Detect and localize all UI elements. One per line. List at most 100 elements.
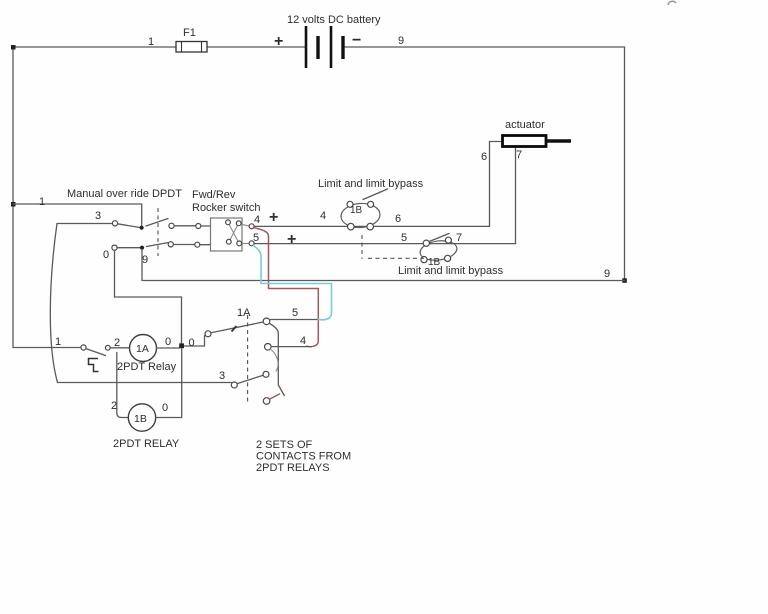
dpdt-contact-top-right bbox=[168, 222, 175, 229]
node-2-1b: 2 bbox=[111, 400, 117, 412]
battery-icon bbox=[304, 26, 345, 68]
actuator-group bbox=[488, 134, 571, 245]
limit-bottom-body bbox=[419, 240, 458, 261]
actuator-label: actuator bbox=[505, 119, 545, 131]
maroon-wire-4 bbox=[252, 226, 320, 348]
relay-1a-label: 2PDT Relay bbox=[117, 361, 177, 373]
node-4-contacts: 4 bbox=[300, 335, 306, 347]
limit-top-tag: 1B bbox=[350, 205, 363, 216]
dpdt-bottom-arm bbox=[145, 241, 169, 248]
pushbutton-terminal-left bbox=[80, 344, 87, 351]
node-9-return: 9 bbox=[604, 268, 610, 280]
rocker-in-contact-bottom bbox=[194, 241, 201, 248]
rocker-output-links bbox=[240, 223, 251, 245]
dpdt-contact-bottom-right bbox=[167, 241, 174, 248]
actuator-body bbox=[501, 134, 548, 148]
rocker-contact-rb bbox=[236, 240, 243, 247]
node-0-1a: 0 bbox=[165, 336, 171, 348]
contacts-note-line3: 2PDT RELAYS bbox=[256, 462, 330, 474]
limit-top-contact-b bbox=[366, 222, 375, 231]
limit-top-terminal-a bbox=[346, 200, 354, 208]
node-0-dpdt: 0 bbox=[103, 249, 109, 261]
limit-bottom-terminal-b bbox=[443, 254, 452, 263]
rocker-label-line1: Fwd/Rev bbox=[192, 189, 236, 201]
limit-bottom-label: Limit and limit bypass bbox=[398, 265, 504, 277]
node-1-dpdt: 1 bbox=[39, 196, 45, 208]
node-1-top: 1 bbox=[148, 36, 154, 48]
rocker-cross-wires bbox=[227, 222, 240, 244]
scan-artifact bbox=[667, 0, 677, 6]
relay-1a-tag: 1A bbox=[136, 343, 149, 355]
node-9-dpdt: 9 bbox=[142, 254, 148, 266]
node-5-mid: 5 bbox=[401, 232, 407, 244]
wire-0-from-1b bbox=[155, 347, 183, 419]
rocker-contact-rt bbox=[235, 220, 242, 227]
limit-bypass-bottom bbox=[361, 232, 458, 264]
rocker-in-contact-top bbox=[195, 222, 202, 230]
fuse-label: F1 bbox=[183, 27, 196, 39]
contacts-tag-1a: 1A bbox=[237, 307, 251, 319]
limit-bottom-terminal-a bbox=[420, 255, 428, 264]
relay-contact-sets bbox=[56, 315, 318, 405]
battery-plus-sign: + bbox=[274, 33, 283, 50]
node-6-mid: 6 bbox=[395, 213, 401, 225]
limit-top-terminal-b bbox=[367, 200, 375, 208]
contacts-pole-pivot-1 bbox=[204, 330, 212, 338]
node-5-rocker: 5 bbox=[253, 232, 259, 244]
dpdt-contact-3 bbox=[111, 220, 119, 227]
rocker-contact-lt bbox=[225, 219, 232, 226]
node-7-actuator: 7 bbox=[516, 149, 522, 161]
manual-override-label: Manual over ride DPDT bbox=[67, 188, 182, 200]
node-5-contacts: 5 bbox=[292, 307, 298, 319]
contacts-note-line1: 2 SETS OF bbox=[256, 439, 313, 451]
limit-bottom-contact-a bbox=[422, 239, 430, 247]
node-6-actuator: 6 bbox=[481, 151, 487, 163]
contact-lower-maroon-tick bbox=[268, 393, 281, 400]
contacts-arm-tick bbox=[230, 325, 238, 333]
battery-minus-sign: − bbox=[352, 32, 361, 49]
contact-upper-circle-2 bbox=[262, 370, 270, 378]
node-0-1b: 0 bbox=[162, 402, 168, 414]
actuator-wire-6 bbox=[488, 140, 504, 228]
wire-3-vertical bbox=[49, 222, 59, 384]
limit-bottom-tag: 1B bbox=[428, 257, 441, 268]
limit-bypass-top bbox=[340, 188, 389, 231]
contacts-pole-pivot-2 bbox=[230, 381, 238, 389]
feed-wire-1 bbox=[12, 203, 143, 227]
node-2-1a: 2 bbox=[114, 337, 120, 349]
battery-title: 12 volts DC battery bbox=[287, 14, 381, 26]
cyan-wire-5 bbox=[252, 244, 333, 321]
plus-mark-blue: + bbox=[287, 231, 296, 248]
relay-coil-circuit bbox=[12, 333, 184, 432]
contacts-note-line2: CONTACTS FROM bbox=[256, 451, 351, 463]
junction-dot-0 bbox=[179, 343, 184, 349]
pushbutton-arm bbox=[85, 347, 107, 357]
wire-0-route bbox=[113, 249, 183, 345]
contacts-pole-wire bbox=[182, 335, 206, 347]
rocker-label-line2: Rocker switch bbox=[192, 202, 260, 214]
motor-wires bbox=[142, 225, 626, 282]
contact-4-circle bbox=[263, 342, 272, 351]
manual-override-dpdt bbox=[12, 203, 212, 384]
limit-top-contact-a bbox=[346, 222, 355, 231]
dpdt-pole-top-dot bbox=[139, 225, 144, 230]
pushbutton-terminal-right bbox=[104, 344, 111, 351]
connector-4-to-upper bbox=[270, 349, 279, 372]
dpdt-top-arm bbox=[145, 217, 169, 227]
limit-bottom-lever bbox=[427, 232, 450, 243]
relay-1b-tag: 1B bbox=[134, 413, 147, 425]
limit-top-body bbox=[340, 202, 381, 229]
rocker-switch bbox=[209, 217, 255, 252]
pushbutton-plunger-icon bbox=[87, 357, 99, 373]
limit-top-label: Limit and limit bypass bbox=[318, 178, 424, 190]
plus-mark-red: + bbox=[269, 209, 278, 226]
rocker-body bbox=[209, 217, 243, 252]
node-1-push: 1 bbox=[55, 336, 61, 348]
dpdt-top-left-link bbox=[116, 223, 140, 229]
fuse-icon bbox=[175, 40, 208, 53]
limit-top-lever bbox=[362, 188, 389, 201]
rocker-contact-lb bbox=[225, 238, 232, 245]
node-0-junction: 0 bbox=[189, 337, 195, 349]
